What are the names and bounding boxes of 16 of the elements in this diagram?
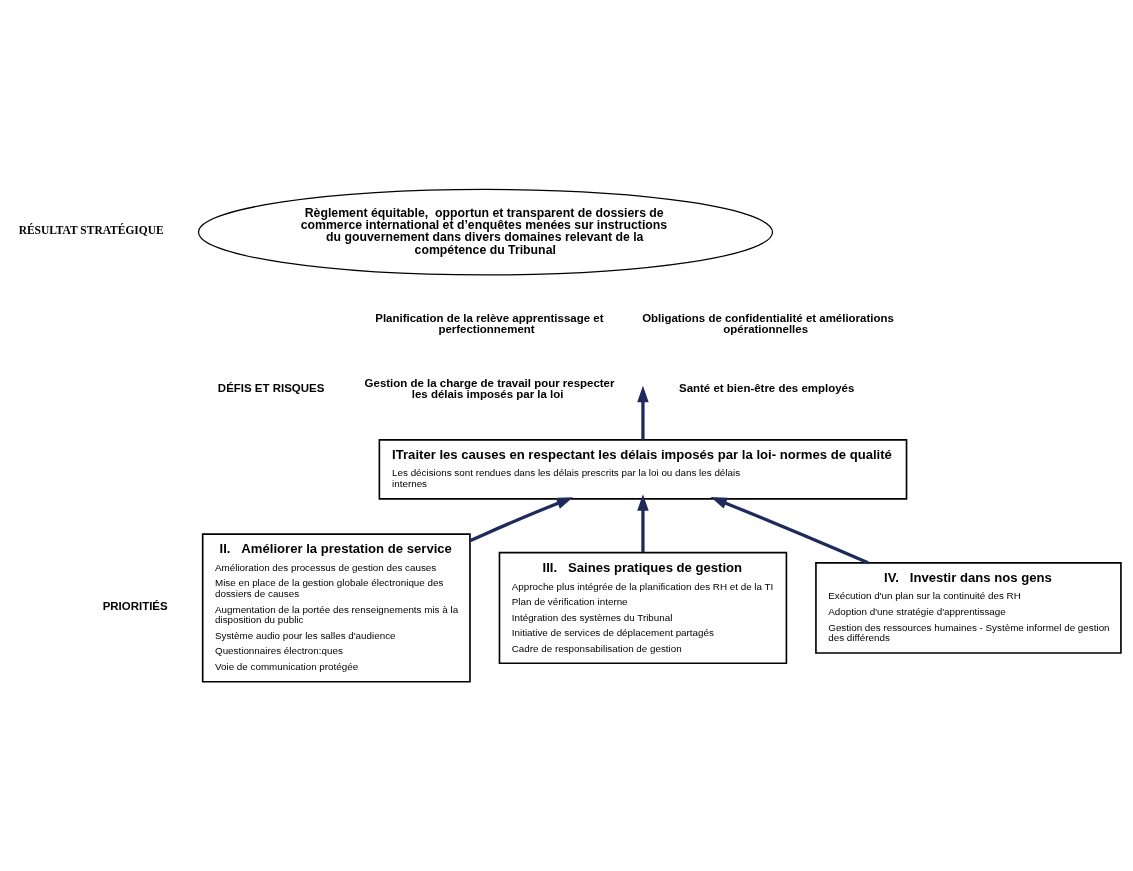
arrow [710, 497, 869, 565]
label: Planification de la relève apprentissage et perfectionnement [375, 311, 604, 336]
label: Gestion de la charge de travail pour respecter les délais imposés par la loi [364, 376, 615, 401]
label: Obligations de confidentialité et améliorations opérationnelles [642, 311, 894, 336]
node-label: RÉSULTAT STRATÉGIQUE [18, 224, 164, 237]
node-box: ITraiter les causes en respectant les délais imposés par la loi- normes de qualité Les décisions sont rendues dans les délais prescrits par la loi ou dans les délais internes [378, 439, 908, 500]
label: PRIORITIÉS [102, 600, 168, 613]
label: Santé et bien-être des employés [679, 382, 855, 395]
node-box: IV. Investir dans nos gens Exécution d'un plan sur la continuité des RH Adoption d'une stratégie d'apprentissage Gestion des ressources humaines - Système informel de gestion des différends [815, 562, 1122, 654]
node-box: III. Saines pratiques de gestion Approche plus intégrée de la planification des RH et de la TI Plan de vérification interne Intégration des systèmes du Tribunal Initiative de services de déplacement partagés Cadre de responsabilisation de gestion [498, 551, 788, 665]
node-box: II. Améliorer la prestation de service Amélioration des processus de gestion des causes Mise en place de la gestion globale électronique des dossiers de causes Augmentation de la portée des renseignements mis à la disposition du public Système audio pour les salles d'audience Questionnaires électron:ques Voie de communication protégée [201, 533, 471, 683]
label: DÉFIS ET RISQUES [217, 382, 325, 395]
arrow [637, 494, 649, 553]
arrow [469, 497, 574, 543]
node-ellipse: Règlement équitable, opportun et transparent de dossiers de commerce international et d’enquêtes menées sur instructions du gouvernement dans divers domaines relevant de la compétence du Tribunal [197, 188, 774, 276]
arrow [637, 385, 649, 440]
